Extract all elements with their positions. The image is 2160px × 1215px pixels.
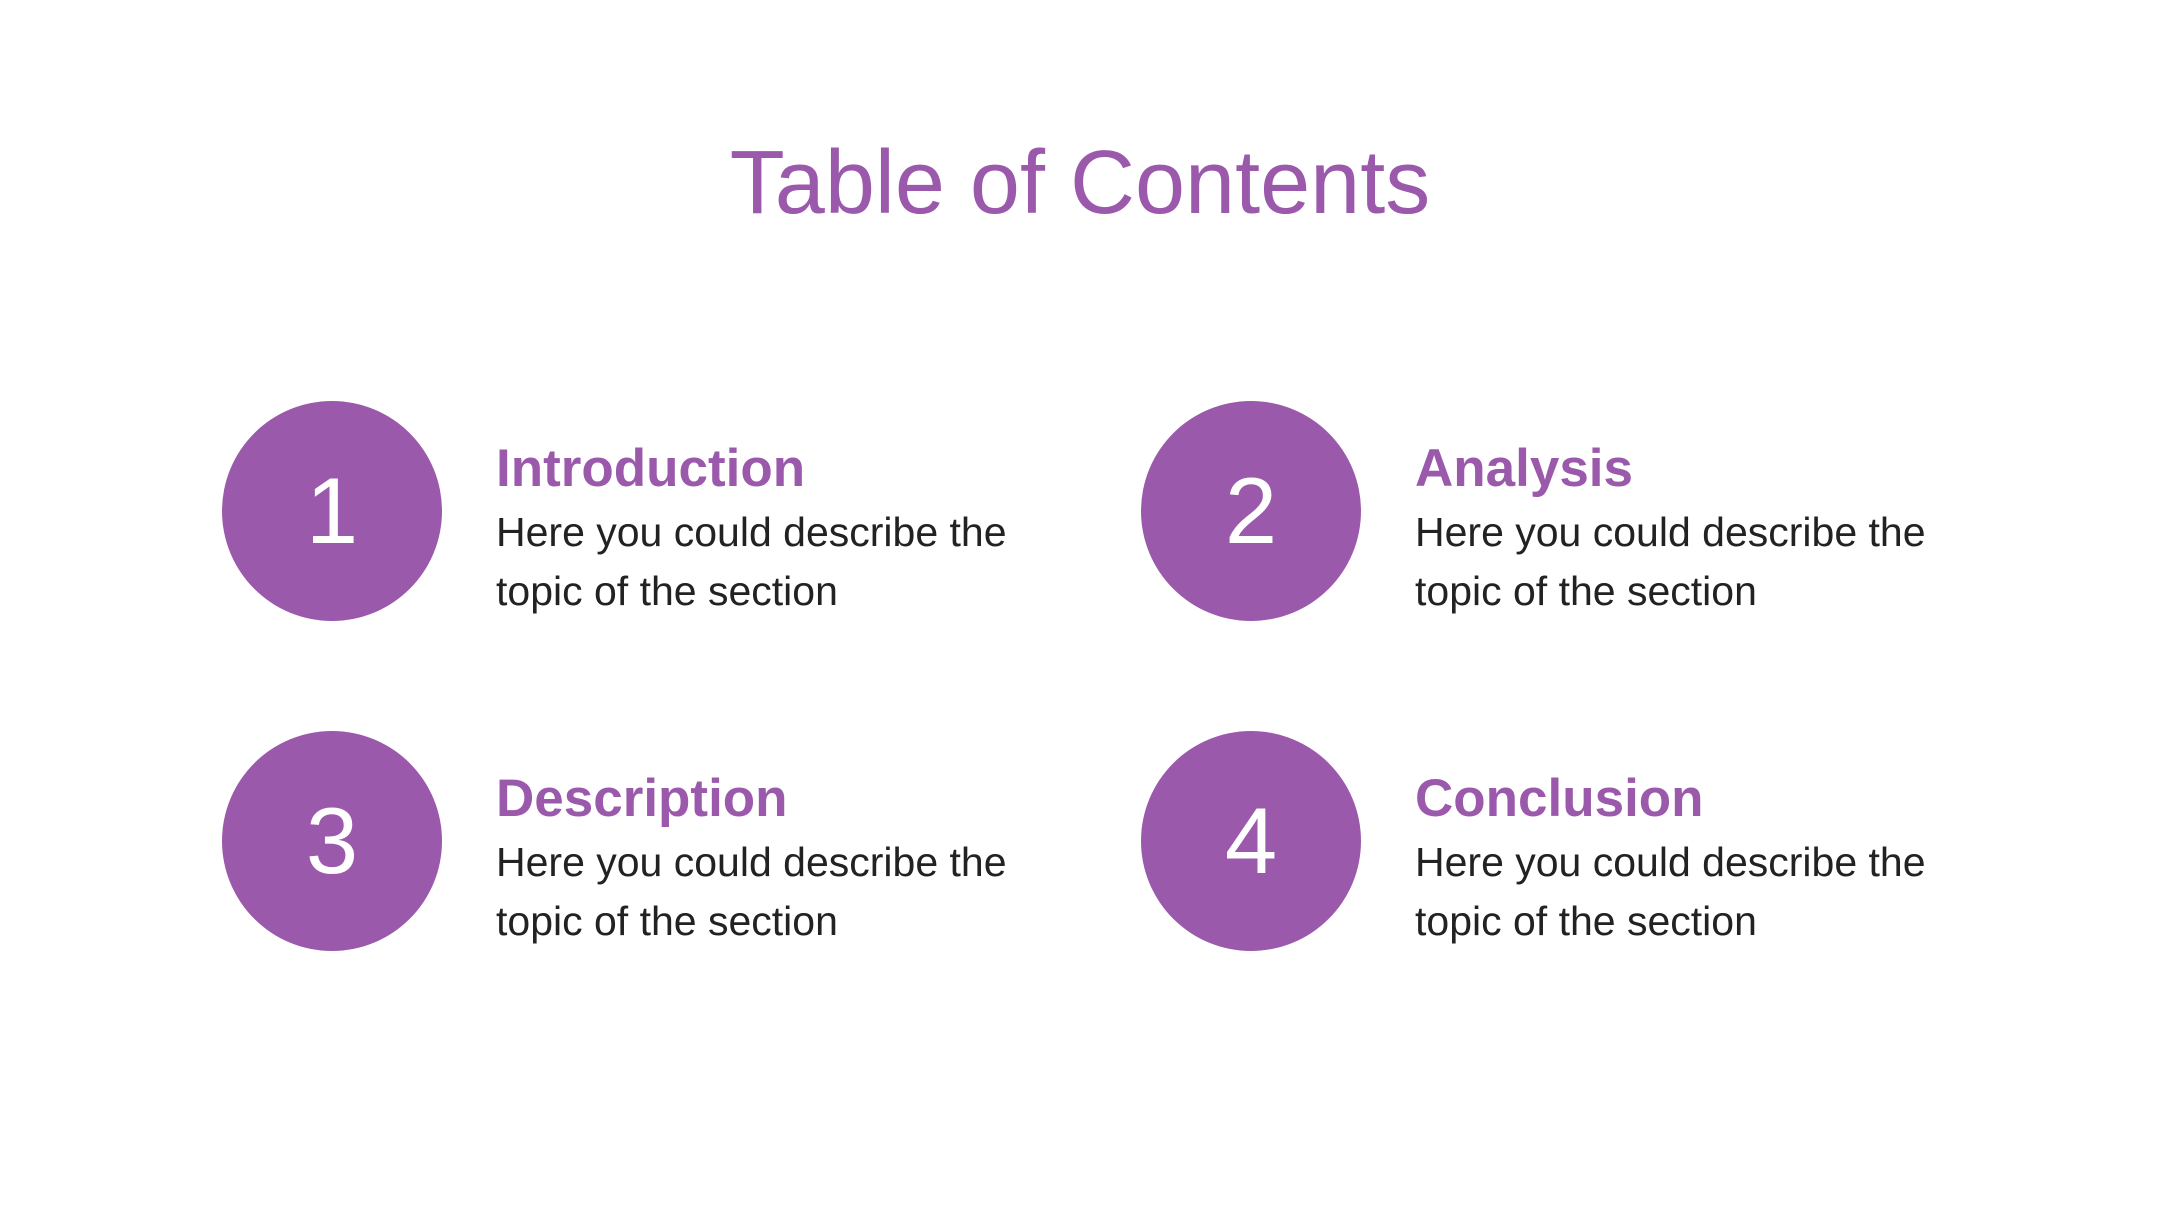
section-number-badge: 3: [222, 731, 442, 951]
toc-item-introduction[interactable]: 1 Introduction Here you could describe t…: [222, 401, 1082, 621]
toc-item-text: Description Here you could describe the …: [496, 769, 1096, 951]
section-heading: Conclusion: [1415, 769, 1704, 828]
section-description: Here you could describe the topic of the…: [496, 839, 1007, 944]
page-title: Table of Contents: [729, 133, 1431, 233]
section-heading: Description: [496, 769, 788, 828]
toc-item-text: Conclusion Here you could describe the t…: [1415, 769, 2015, 951]
section-number-badge: 4: [1141, 731, 1361, 951]
toc-item-description[interactable]: 3 Description Here you could describe th…: [222, 731, 1082, 951]
section-description: Here you could describe the topic of the…: [1415, 509, 1926, 614]
toc-item-analysis[interactable]: 2 Analysis Here you could describe the t…: [1141, 401, 2001, 621]
toc-item-text: Analysis Here you could describe the top…: [1415, 439, 2015, 621]
section-number-badge: 2: [1141, 401, 1361, 621]
section-heading: Introduction: [496, 439, 806, 498]
section-description: Here you could describe the topic of the…: [1415, 839, 1926, 944]
section-description: Here you could describe the topic of the…: [496, 509, 1007, 614]
toc-item-text: Introduction Here you could describe the…: [496, 439, 1096, 621]
section-heading: Analysis: [1415, 439, 1634, 498]
toc-item-conclusion[interactable]: 4 Conclusion Here you could describe the…: [1141, 731, 2001, 951]
section-number-badge: 1: [222, 401, 442, 621]
